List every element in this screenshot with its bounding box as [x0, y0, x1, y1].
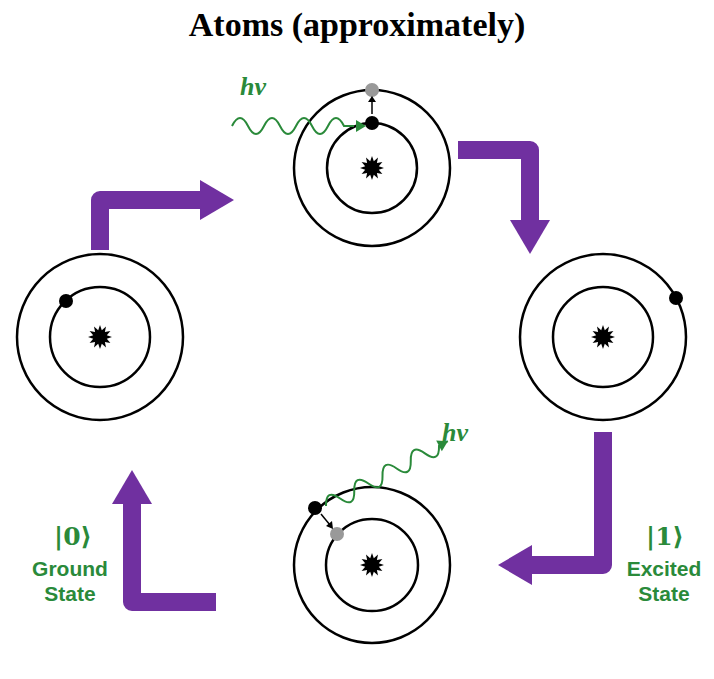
outer-orbit [294, 487, 450, 643]
outer-orbit [294, 90, 450, 246]
nucleus [360, 156, 384, 180]
electron [669, 291, 683, 305]
cycle-arrow [132, 500, 216, 602]
cycle-arrowhead [498, 545, 532, 585]
inner-orbit [326, 519, 418, 611]
inner-orbit [50, 287, 150, 387]
electron [365, 116, 379, 130]
inner-orbit [327, 123, 417, 213]
photon-label: hν [442, 418, 468, 448]
transition-arrowhead [368, 96, 376, 102]
cycle-arrows [100, 150, 603, 602]
cycle-arrow [528, 432, 603, 565]
nucleus [360, 553, 384, 577]
cycle-arrowhead [200, 180, 234, 220]
orbits [17, 90, 686, 643]
outer-orbit [520, 254, 686, 420]
transition-arrowhead [326, 521, 333, 529]
electron [59, 294, 73, 308]
transition-arrow [371, 101, 373, 114]
electron-ghost [330, 527, 344, 541]
photon-wave-out-group [322, 434, 451, 513]
photon-wave-in [232, 118, 354, 134]
state-ket: |1⟩ [620, 522, 710, 551]
cycle-arrowhead [510, 220, 550, 254]
state-ket: |0⟩ [28, 522, 118, 551]
photon-wave-out [322, 434, 451, 513]
nucleus [591, 325, 615, 349]
photon-wave [232, 118, 354, 134]
state-name: Ground State [24, 556, 116, 606]
state-name: Excited State [618, 556, 710, 606]
cycle-arrowheads [112, 180, 550, 585]
diagram-title: Atoms (approximately) [0, 6, 714, 44]
cycle-arrowhead [112, 470, 152, 504]
cycle-arrow [100, 200, 204, 250]
outer-orbit [17, 254, 183, 420]
cycle-arrow [458, 150, 530, 224]
photon-arrowhead [356, 120, 366, 132]
transition-arrow [321, 514, 330, 525]
inner-orbit [553, 287, 653, 387]
nucleus [88, 325, 112, 349]
electron [308, 501, 322, 515]
photon-label: hν [240, 72, 266, 102]
electron-ghost [365, 83, 379, 97]
